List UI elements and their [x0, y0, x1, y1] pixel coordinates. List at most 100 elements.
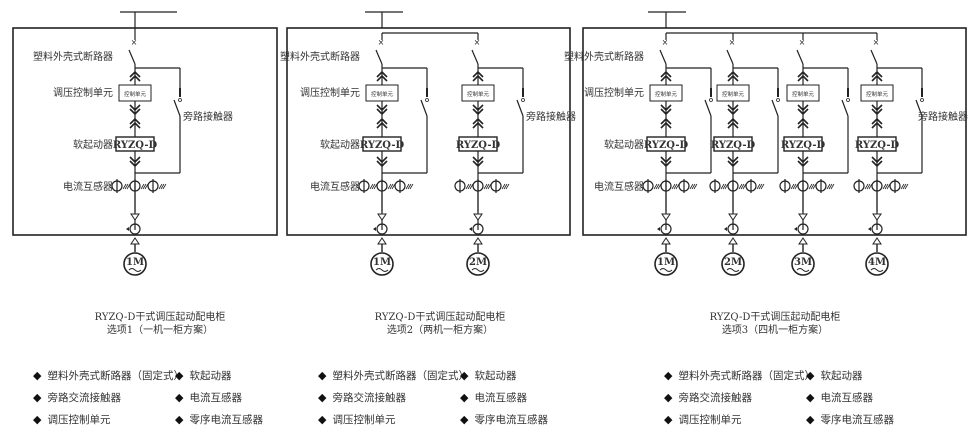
- legend-item: 电流互感器: [474, 392, 527, 404]
- soft-starter-model: RYZQ-D: [644, 140, 689, 151]
- zero-sequence-ct-icon: [660, 223, 672, 235]
- legend-item: 调压控制单元: [678, 414, 742, 426]
- legend-item: 软起动器: [820, 370, 863, 382]
- control-unit-label: 控制单元: [371, 90, 394, 98]
- legend-item: 电流互感器: [189, 392, 242, 404]
- ac-wave-icon: [796, 268, 810, 272]
- ct-ground-icon: [808, 183, 817, 190]
- breaker-blade-icon: [128, 49, 136, 65]
- ct-ground-icon: [738, 183, 747, 190]
- motor-label: 2M: [469, 257, 487, 268]
- bullet-icon: ◆: [664, 369, 673, 382]
- control-unit-label: 控制单元: [655, 90, 678, 98]
- zero-sequence-ct-tap-icon: [469, 227, 472, 231]
- motor-label: 4M: [868, 257, 886, 268]
- control-unit-box: [461, 84, 495, 102]
- option-1-caption: RYZQ-D干式调压起动配电柜 选项1（一机一柜方案）: [60, 311, 260, 337]
- motor-label: 1M: [373, 257, 391, 268]
- bullet-icon: ◆: [460, 369, 469, 382]
- legend-option-3: ◆塑料外壳式断路器（固定式） ◆旁路交流接触器 ◆调压控制单元 ◆软起动器 ◆电…: [664, 368, 964, 428]
- option-3-title: RYZQ-D干式调压起动配电柜: [709, 312, 841, 323]
- breaker-blade-icon: [375, 49, 383, 65]
- legend-option-2: ◆塑料外壳式断路器（固定式） ◆旁路交流接触器 ◆调压控制单元 ◆软起动器 ◆电…: [318, 368, 618, 428]
- soft-starter-label: 软起动器: [604, 138, 644, 151]
- zero-sequence-ct-tap-icon: [657, 227, 660, 231]
- plug-down-icon: [472, 156, 484, 168]
- bypass-contactor-blade-icon: [841, 99, 849, 117]
- control-unit-label: 控制单元: [866, 90, 889, 98]
- soft-starter-model: RYZQ-D: [456, 140, 501, 151]
- plug-down-icon: [472, 104, 484, 116]
- legend-item: 调压控制单元: [332, 414, 396, 426]
- legend-item: 调压控制单元: [47, 414, 111, 426]
- cable-terminal-icon: [473, 237, 483, 245]
- ct-ground-icon: [882, 183, 891, 190]
- breaker-label: 塑料外壳式断路器: [33, 50, 113, 63]
- ct-label: 电流互感器: [310, 180, 360, 193]
- control-unit-label: 控制单元: [722, 90, 745, 98]
- option-3-caption: RYZQ-D干式调压起动配电柜 选项3（四机一柜方案）: [675, 311, 875, 337]
- bullet-icon: ◆: [175, 369, 184, 382]
- control-unit-label: 控制单元: [124, 90, 147, 98]
- zero-sequence-ct-icon: [472, 223, 484, 235]
- cable-terminal-icon: [377, 237, 387, 245]
- control-unit-label: 控制单元: [467, 90, 490, 98]
- plug-down-icon: [871, 104, 883, 116]
- cable-terminal-icon: [872, 237, 882, 245]
- legend-item: 零序电流互感器: [820, 414, 894, 426]
- soft-starter-model: RYZQ-D: [113, 140, 158, 151]
- plug-up-icon: [727, 117, 739, 129]
- cabinet-frame: [12, 27, 278, 236]
- plug-down-icon: [376, 156, 388, 168]
- ct-ground-icon: [900, 183, 909, 190]
- bypass-contact-icon: [920, 98, 924, 102]
- cabinet-option-2: ×控制单元RYZQ-D1M×控制单元RYZQ-D2M塑料外壳式断路器调压控制单元…: [280, 11, 576, 276]
- zero-sequence-ct-tap-icon: [373, 227, 376, 231]
- plug-down-icon: [376, 104, 388, 116]
- plug-down-icon: [797, 104, 809, 116]
- bullet-icon: ◆: [175, 413, 184, 426]
- bypass-contactor-label: 旁路接触器: [183, 110, 233, 123]
- legend-item: 旁路交流接触器: [332, 392, 406, 404]
- breaker-label: 塑料外壳式断路器: [564, 50, 644, 63]
- bullet-icon: ◆: [33, 413, 42, 426]
- plug-down-icon: [727, 104, 739, 116]
- option-1-subtitle: 选项1（一机一柜方案）: [106, 325, 214, 336]
- plug-down-icon: [660, 104, 672, 116]
- control-unit-box: [786, 84, 820, 102]
- bypass-contactor-blade-icon: [704, 99, 712, 117]
- cable-terminal-icon: [728, 237, 738, 245]
- motor-label: 3M: [794, 257, 812, 268]
- bullet-icon: ◆: [460, 413, 469, 426]
- ct-ground-icon: [122, 183, 131, 190]
- legend-item: 软起动器: [189, 370, 232, 382]
- ct-ground-icon: [387, 183, 396, 190]
- zero-sequence-ct-tap-icon: [794, 227, 797, 231]
- plug-up-icon: [129, 117, 141, 129]
- breaker-trip-icon: ×: [799, 38, 806, 47]
- zero-sequence-ct-icon: [727, 223, 739, 235]
- motor-label: 2M: [724, 257, 742, 268]
- cabinet-frame: [582, 27, 967, 236]
- ac-wave-icon: [128, 268, 142, 272]
- ct-ground-icon: [369, 183, 378, 190]
- plug-down-icon: [871, 156, 883, 168]
- breaker-trip-icon: ×: [662, 38, 669, 47]
- plug-up-icon: [797, 117, 809, 129]
- zero-sequence-ct-tap-icon: [868, 227, 871, 231]
- control-unit-box: [716, 84, 750, 102]
- bullet-icon: ◆: [460, 391, 469, 404]
- ct-ground-icon: [790, 183, 799, 190]
- plug-up-icon: [871, 117, 883, 129]
- plug-down-icon: [129, 104, 141, 116]
- plug-up-icon: [797, 70, 809, 82]
- breaker-trip-icon: ×: [474, 38, 481, 47]
- ac-wave-icon: [659, 268, 673, 272]
- plug-up-icon: [376, 70, 388, 82]
- legend-item: 电流互感器: [820, 392, 873, 404]
- bullet-icon: ◆: [664, 391, 673, 404]
- cable-terminal-icon: [661, 213, 671, 221]
